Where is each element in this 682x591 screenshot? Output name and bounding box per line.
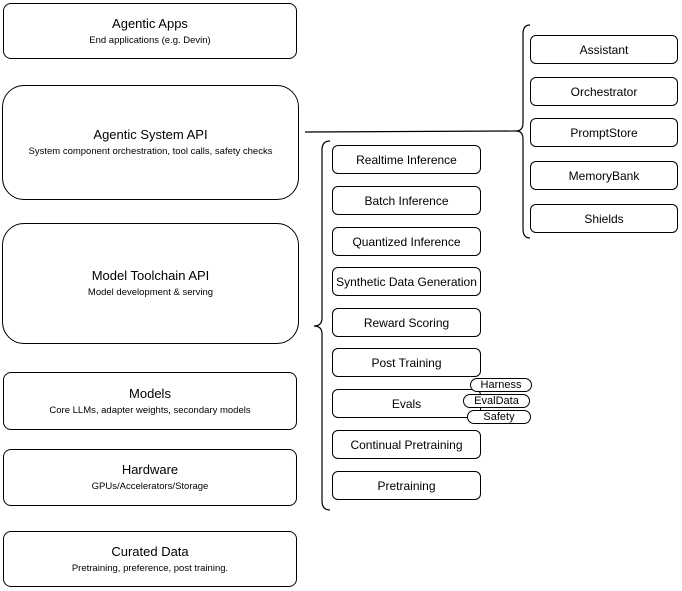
node-label: Evals (391, 396, 422, 411)
toolchain-group-brace (313, 140, 331, 511)
system-api-connector-line (304, 130, 517, 133)
node-title: Curated Data (111, 543, 189, 559)
node-title: Agentic Apps (112, 15, 188, 31)
node-label: Orchestrator (570, 84, 638, 99)
node-title: Hardware (121, 462, 179, 477)
tag-label: Safety (483, 411, 515, 423)
tag-label: EvalData (474, 395, 519, 407)
node-title: Agentic System API (93, 127, 208, 142)
node-label: Synthetic Data Generation (336, 274, 477, 289)
node-subtitle: Pretraining, preference, post training. (71, 562, 229, 574)
node-label: Quantized Inference (352, 234, 461, 249)
node-curated-data: Curated Data Pretraining, preference, po… (3, 531, 297, 587)
node-reward-scoring: Reward Scoring (332, 308, 481, 337)
node-label: Reward Scoring (363, 315, 450, 330)
node-title: Models (129, 385, 171, 401)
node-label: Assistant (579, 42, 629, 57)
node-realtime-inference: Realtime Inference (332, 145, 481, 174)
node-memorybank: MemoryBank (530, 161, 678, 190)
node-shields: Shields (530, 204, 678, 233)
node-label: Batch Inference (364, 193, 449, 208)
node-model-toolchain-api: Model Toolchain API Model development & … (2, 223, 299, 344)
node-pretraining: Pretraining (332, 471, 481, 500)
node-synthetic-data-generation: Synthetic Data Generation (332, 267, 481, 296)
node-promptstore: PromptStore (530, 118, 678, 147)
tag-label: Harness (480, 379, 522, 391)
node-subtitle: Core LLMs, adapter weights, secondary mo… (49, 404, 251, 416)
node-agentic-apps: Agentic Apps End applications (e.g. Devi… (3, 3, 297, 59)
node-agentic-system-api: Agentic System API System component orch… (2, 85, 299, 200)
node-continual-pretraining: Continual Pretraining (332, 430, 481, 459)
node-subtitle: Model development & serving (87, 287, 214, 298)
node-subtitle: System component orchestration, tool cal… (28, 146, 273, 157)
node-label: Realtime Inference (356, 152, 457, 167)
node-assistant: Assistant (530, 35, 678, 64)
node-label: Post Training (371, 355, 442, 370)
node-label: PromptStore (570, 125, 638, 140)
tag-safety: Safety (467, 410, 531, 424)
node-quantized-inference: Quantized Inference (332, 227, 481, 256)
node-subtitle: End applications (e.g. Devin) (89, 34, 211, 46)
tag-harness: Harness (470, 378, 532, 392)
node-hardware: Hardware GPUs/Accelerators/Storage (3, 449, 297, 506)
tag-evaldata: EvalData (463, 394, 530, 408)
node-label: Continual Pretraining (350, 437, 463, 452)
node-evals: Evals (332, 389, 481, 418)
node-models: Models Core LLMs, adapter weights, secon… (3, 372, 297, 430)
node-subtitle: GPUs/Accelerators/Storage (91, 481, 209, 492)
node-title: Model Toolchain API (91, 268, 210, 283)
node-orchestrator: Orchestrator (530, 77, 678, 106)
node-label: MemoryBank (568, 168, 640, 183)
node-label: Pretraining (377, 478, 436, 493)
node-post-training: Post Training (332, 348, 481, 377)
node-label: Shields (584, 211, 624, 226)
system-group-brace (515, 24, 531, 239)
node-batch-inference: Batch Inference (332, 186, 481, 215)
